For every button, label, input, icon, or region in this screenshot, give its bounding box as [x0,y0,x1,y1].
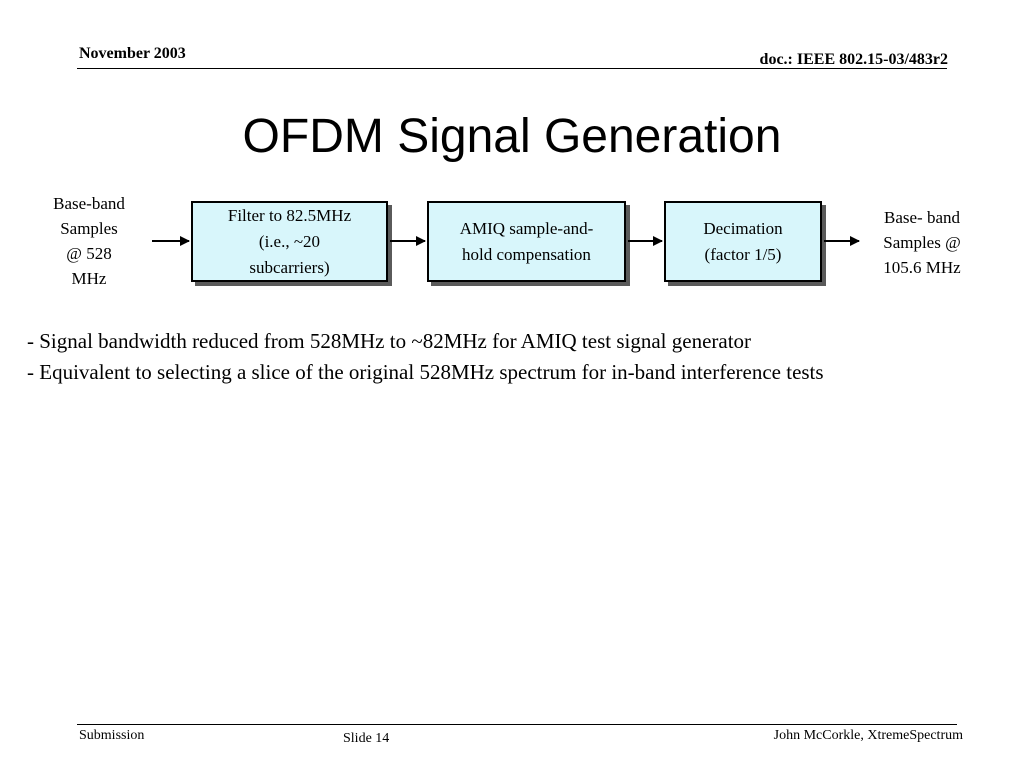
footer-divider [77,724,957,725]
output-label-line: Samples @ [883,233,961,252]
header-date: November 2003 [79,45,186,62]
input-label-line: MHz [71,269,107,288]
header-doc-id: doc.: IEEE 802.15-03/483r2 [759,51,948,68]
footer-slide-number: Slide 14 [343,731,390,746]
footer-author: John McCorkle, XtremeSpectrum [773,728,963,743]
decimation-block-line: (factor 1/5) [704,244,782,264]
input-label-line: Samples [60,219,118,238]
output-label: Base- band Samples @ 105.6 MHz [864,205,980,280]
input-label-line: @ 528 [66,244,112,263]
decimation-block: Decimation (factor 1/5) [664,201,822,282]
filter-block: Filter to 82.5MHz (i.e., ~20 subcarriers… [191,201,388,282]
amiq-block-line: hold compensation [462,244,591,264]
filter-block-line: Filter to 82.5MHz [227,205,352,225]
decimation-block-line: Decimation [703,218,783,238]
output-label-line: 105.6 MHz [883,258,961,277]
filter-block-line: (i.e., ~20 [258,231,321,251]
bullet-list: - Signal bandwidth reduced from 528MHz t… [27,326,1017,388]
amiq-block-line: AMIQ sample-and- [459,218,594,238]
amiq-compensation-block: AMIQ sample-and- hold compensation [427,201,626,282]
input-label-line: Base-band [53,194,125,213]
footer-submission: Submission [79,728,145,743]
output-label-line: Base- band [883,208,960,227]
input-label: Base-band Samples @ 528 MHz [34,191,144,291]
slide-title: OFDM Signal Generation [242,110,782,163]
bullet-item: - Signal bandwidth reduced from 528MHz t… [27,329,752,353]
bullet-item: - Equivalent to selecting a slice of the… [27,360,824,384]
header-divider [77,68,947,69]
filter-block-line: subcarriers) [249,257,330,277]
